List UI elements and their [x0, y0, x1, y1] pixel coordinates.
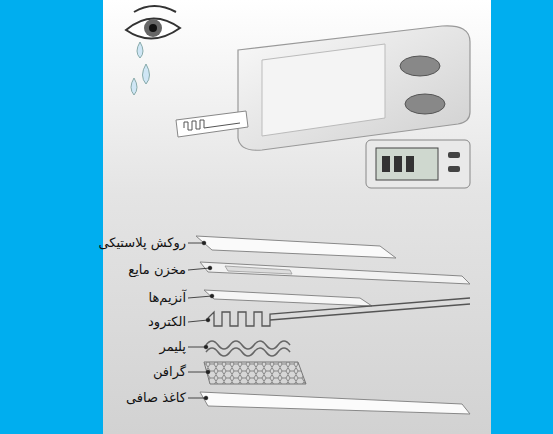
meter-device — [176, 26, 470, 150]
sensor-layers — [196, 236, 470, 414]
part-label: کاغذ صافی — [126, 390, 186, 406]
part-label: پلیمر — [159, 339, 186, 355]
part-label: الکترود — [148, 314, 186, 330]
inset-device — [366, 140, 470, 188]
eye-icon — [126, 6, 180, 95]
part-label: گرافن — [153, 364, 186, 380]
panel — [103, 0, 491, 434]
leader-lines — [188, 241, 214, 400]
part-label: آنزیم‌ها — [149, 290, 187, 306]
part-label: روکش پلاستیکی — [98, 235, 186, 251]
part-label: مخزن مایع — [128, 262, 186, 278]
